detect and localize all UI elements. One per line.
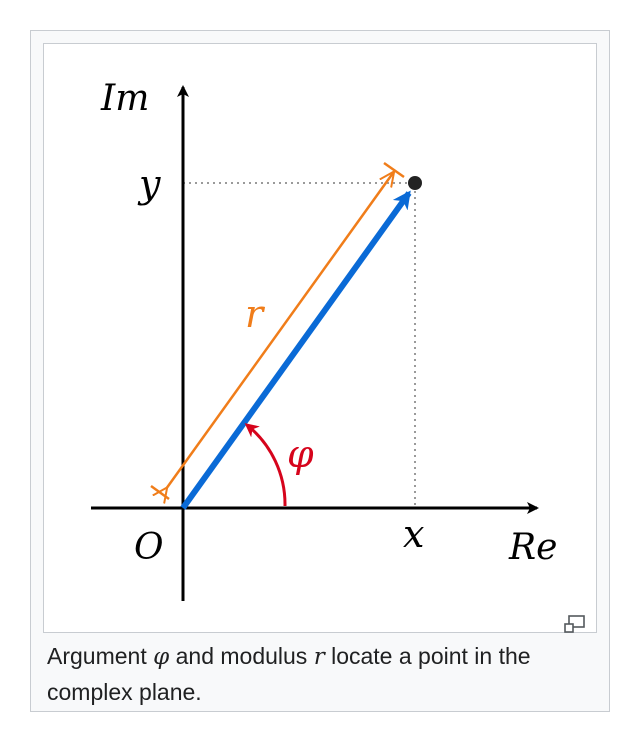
modulus-label: r [245,292,266,336]
argument-label: φ [287,432,314,476]
origin-label: O [134,527,164,568]
modulus-end-bar-end [383,161,405,179]
caption-phi: φ [153,644,170,670]
real-axis-label: Re [508,527,557,568]
caption-text-3: locate a point in the complex plane. [47,643,531,705]
figure-image-frame[interactable]: Im y O x Re r φ [43,43,597,633]
figure-caption: Argument φ and modulus r locate a point … [47,639,552,710]
caption-r: r [313,644,325,670]
complex-plane-diagram: Im y O x Re r φ [91,78,557,601]
caption-text-1: Argument [47,643,154,669]
x-coordinate-label: x [403,512,424,556]
complex-point [408,176,422,190]
imaginary-axis-label: Im [100,78,149,119]
modulus-end-bar-start [150,484,170,501]
caption-text-2: and modulus [169,643,314,669]
vector-arrow [180,190,412,510]
modulus-arrow [166,173,393,489]
magnify-clip-icon[interactable] [561,613,589,637]
figure-thumbnail: Im y O x Re r φ Argument φ and modulus r… [30,30,610,712]
y-coordinate-label: y [137,162,161,206]
argument-arc [244,423,287,507]
